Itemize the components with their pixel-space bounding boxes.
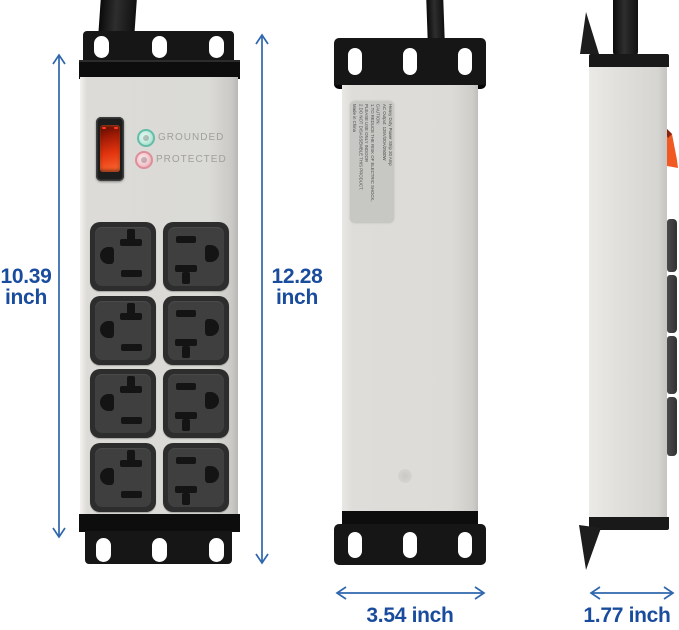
back-top-bracket	[334, 38, 486, 89]
slot-hole	[175, 412, 197, 419]
mount-slot	[96, 538, 111, 562]
ground-hole	[205, 466, 219, 483]
body-height-value: 10.39	[0, 265, 52, 288]
slot-hole	[175, 265, 197, 272]
screw-hole-mark	[398, 469, 412, 483]
mount-slot	[403, 532, 417, 558]
ground-hole	[205, 245, 219, 262]
mount-slot	[152, 36, 167, 58]
slot-hole	[182, 493, 190, 505]
outlet	[90, 222, 156, 291]
ground-hole	[100, 321, 114, 338]
outlet-edge-profile	[667, 275, 677, 333]
depth-arrow	[589, 586, 675, 600]
grounded-label: GROUNDED	[158, 132, 225, 143]
slot-hole	[120, 313, 142, 320]
slot-hole	[120, 239, 142, 246]
mount-slot	[348, 48, 362, 75]
side-switch-profile	[667, 129, 678, 168]
depth-dimension: 1.77 inch	[583, 604, 671, 627]
slot-hole	[175, 486, 197, 493]
slot-hole	[127, 450, 135, 462]
width-dimension: 3.54 inch	[366, 604, 454, 627]
slot-hole	[176, 310, 196, 317]
slot-hole	[182, 272, 190, 284]
slot-hole	[182, 346, 190, 358]
side-body	[589, 67, 667, 517]
outlet	[163, 222, 229, 291]
protected-label: PROTECTED	[156, 154, 227, 165]
front-top-flange	[79, 60, 240, 79]
width-arrow	[335, 586, 486, 600]
mount-slot	[458, 532, 472, 558]
side-top-cap	[589, 54, 669, 67]
power-switch-rocker	[100, 125, 120, 172]
outlet-edge-profile	[667, 219, 677, 272]
mount-slot	[209, 538, 224, 562]
side-bottom-mount-wedge	[579, 525, 601, 570]
back-bottom-flange	[342, 511, 478, 524]
mount-slot	[348, 532, 362, 558]
spec-label	[350, 101, 394, 223]
outlet	[163, 443, 229, 512]
front-top-bracket	[83, 31, 234, 64]
mount-slot	[152, 538, 167, 562]
outlet	[90, 369, 156, 438]
power-cord-side	[613, 0, 638, 56]
mount-slot	[209, 36, 224, 58]
total-height-arrow	[255, 33, 269, 565]
outlet	[163, 369, 229, 438]
slot-hole	[121, 491, 142, 498]
ground-hole	[100, 468, 114, 485]
protected-led-icon	[135, 151, 153, 169]
grounded-led-icon	[137, 129, 155, 147]
total-height-value: 12.28	[271, 265, 323, 288]
back-bottom-bracket	[334, 524, 486, 565]
side-bottom-cap	[589, 517, 669, 530]
ground-hole	[100, 247, 114, 264]
slot-hole	[182, 419, 190, 431]
ground-hole	[205, 319, 219, 336]
outlet	[90, 296, 156, 365]
slot-hole	[176, 383, 196, 390]
slot-hole	[120, 386, 142, 393]
body-height-unit: inch	[5, 286, 47, 309]
slot-hole	[176, 457, 196, 464]
front-bottom-bracket	[85, 531, 232, 564]
ground-hole	[100, 394, 114, 411]
mount-slot	[403, 48, 417, 75]
slot-hole	[127, 376, 135, 388]
outlet-edge-profile	[667, 336, 677, 394]
body-height-arrow	[52, 53, 66, 539]
slot-hole	[121, 344, 142, 351]
outlet-edge-profile	[667, 397, 677, 456]
body-height-dimension: 10.39 inch	[0, 266, 56, 308]
outlet	[163, 296, 229, 365]
side-top-mount-wedge	[580, 12, 599, 54]
slot-hole	[175, 339, 197, 346]
outlet	[90, 443, 156, 512]
slot-hole	[121, 270, 142, 277]
total-height-unit: inch	[276, 286, 318, 309]
ground-hole	[205, 392, 219, 409]
front-bottom-flange	[79, 514, 240, 532]
slot-hole	[127, 303, 135, 315]
mount-slot	[94, 36, 109, 58]
slot-hole	[176, 236, 196, 243]
total-height-dimension: 12.28 inch	[266, 266, 328, 308]
power-switch	[96, 117, 124, 181]
slot-hole	[121, 417, 142, 424]
slot-hole	[120, 460, 142, 467]
slot-hole	[127, 229, 135, 241]
mount-slot	[458, 48, 472, 75]
